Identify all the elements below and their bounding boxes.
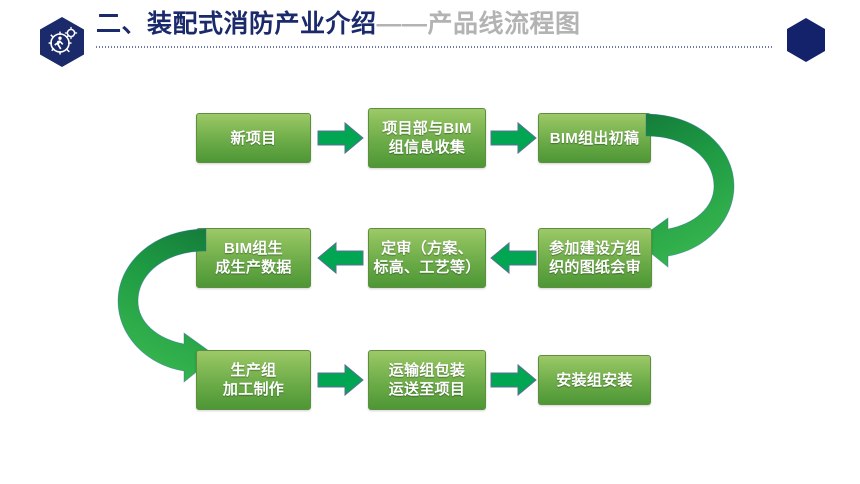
hexagon-gear-person-icon xyxy=(38,16,86,68)
flow-node-n2[interactable]: 项目部与BIM 组信息收集 xyxy=(368,108,486,168)
arrow-left-icon xyxy=(316,240,364,276)
page-title: 二、装配式消防产业介绍——产品线流程图 xyxy=(96,7,581,41)
curved-arrow-down-right-icon xyxy=(108,223,218,383)
page-title-main: 二、装配式消防产业介绍 xyxy=(96,10,377,38)
arrow-right-icon xyxy=(490,120,538,156)
page-title-sub: ——产品线流程图 xyxy=(376,10,581,38)
arrow-left-icon xyxy=(489,240,537,276)
flow-node-n5[interactable]: 定审（方案、 标高、工艺等） xyxy=(368,228,486,288)
arrow-right-icon xyxy=(317,362,365,398)
flow-node-n1[interactable]: 新项目 xyxy=(196,113,311,163)
flow-node-n3[interactable]: BIM组出初稿 xyxy=(538,113,651,163)
arrow-right-icon xyxy=(317,120,365,156)
hexagon-marker-icon xyxy=(786,17,826,63)
dotted-divider xyxy=(96,46,772,48)
flow-node-n8[interactable]: 运输组包装 运送至项目 xyxy=(368,350,486,410)
flow-node-n6[interactable]: 参加建设方组 织的图纸会审 xyxy=(538,228,652,288)
flow-node-n4[interactable]: BIM组生 成生产数据 xyxy=(196,228,311,288)
slide-header: 二、装配式消防产业介绍——产品线流程图 xyxy=(0,0,860,78)
flow-node-n9[interactable]: 安装组安装 xyxy=(538,355,651,405)
arrow-right-icon xyxy=(490,362,538,398)
curved-arrow-down-left-icon xyxy=(634,108,744,268)
flowchart: 新项目 项目部与BIM 组信息收集 BIM组出初稿 xyxy=(0,78,860,484)
flow-node-n7[interactable]: 生产组 加工制作 xyxy=(196,350,311,410)
